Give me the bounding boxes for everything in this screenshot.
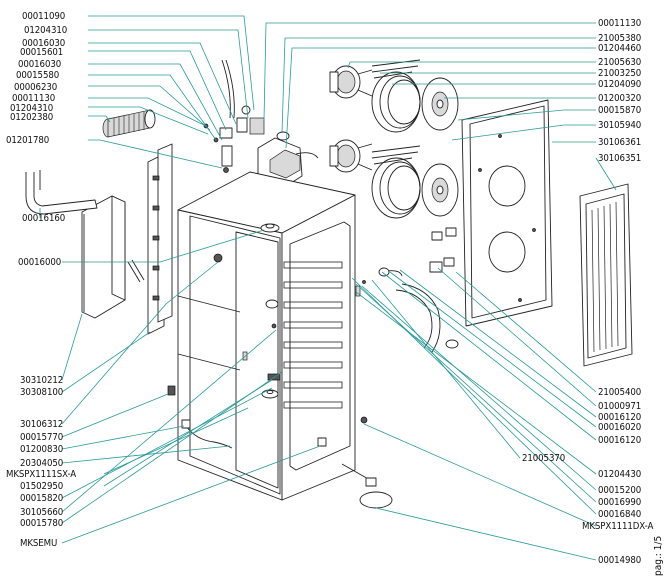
leader-lines-left <box>39 15 321 544</box>
part-label: 00016840 <box>598 509 641 520</box>
part-label: 00016120 <box>598 435 641 446</box>
part-label: 01201780 <box>6 135 49 146</box>
part-label: 30106351 <box>598 153 641 164</box>
part-label: 01204460 <box>598 43 641 54</box>
part-label: 30105660 <box>20 507 63 518</box>
part-label: 00015200 <box>598 485 641 496</box>
part-numbers-left: 00011090 01204310 00016030 00015601 0001… <box>6 11 76 549</box>
part-label: 20304050 <box>20 458 63 469</box>
part-label: 01502950 <box>20 481 63 492</box>
part-label: 00006230 <box>14 82 57 93</box>
part-label: 00015601 <box>20 47 63 58</box>
part-label: 01202380 <box>10 112 53 123</box>
part-label: 00015870 <box>598 105 641 116</box>
side-panel-part <box>81 195 126 319</box>
part-label: 00016990 <box>598 497 641 508</box>
part-label: 30106361 <box>598 137 641 148</box>
part-label: 00016120 <box>598 412 641 423</box>
page-indicator: pag.: 1/5 <box>653 536 664 576</box>
part-label: 00011130 <box>598 18 641 29</box>
heating-coil-lower-part <box>371 145 421 219</box>
fan-wheel-lower-part <box>421 163 459 217</box>
rail-bracket-part <box>147 143 173 335</box>
part-label: 01200320 <box>598 93 641 104</box>
part-label: 21005630 <box>598 57 641 68</box>
fan-wheel-upper-part <box>421 77 459 131</box>
part-label: 01000971 <box>598 401 641 412</box>
part-label: 01204310 <box>10 103 53 114</box>
part-label: 00015770 <box>20 432 63 443</box>
part-label: 21005380 <box>598 33 641 44</box>
part-label: MKSPX1111SX-A <box>6 469 76 480</box>
part-label: 01204430 <box>598 469 641 480</box>
part-label: 01204090 <box>598 79 641 90</box>
part-label: 00014980 <box>598 555 641 566</box>
part-label: 21003250 <box>598 68 641 79</box>
part-label: 01200830 <box>20 444 63 455</box>
part-label: 00015780 <box>20 518 63 529</box>
part-label: 21005370 <box>522 453 565 464</box>
part-label: 00016020 <box>598 422 641 433</box>
part-label: 00016000 <box>18 257 61 268</box>
heating-coil-upper-part <box>371 59 421 133</box>
part-numbers-right: 00011130 21005380 01204460 21005630 2100… <box>522 18 654 566</box>
fan-motor-lower-part <box>329 139 373 173</box>
grille-panel-part <box>579 183 633 367</box>
leader-lines-right <box>263 22 617 561</box>
part-label: 00011130 <box>12 93 55 104</box>
part-label: 00016160 <box>22 213 65 224</box>
part-label: 00015580 <box>16 70 59 81</box>
fan-motor-upper-part <box>329 65 373 99</box>
part-label: MKSEMU <box>20 538 57 549</box>
heater-cylinder-part <box>102 109 156 138</box>
back-plate-part <box>461 99 553 327</box>
part-label: 30310212 <box>20 375 63 386</box>
part-label: 00011090 <box>22 11 65 22</box>
part-label: 00015820 <box>20 493 63 504</box>
part-label: 30105940 <box>598 120 641 131</box>
part-label: 30308100 <box>20 387 63 398</box>
part-label: 00016030 <box>22 38 65 49</box>
part-label: 00016030 <box>18 59 61 70</box>
part-label: MKSPX1111DX-A <box>582 521 653 532</box>
part-label: 30106312 <box>20 419 63 430</box>
oven-cavity-part <box>177 171 366 501</box>
oven-exploded-view <box>25 59 633 509</box>
part-label: 21005400 <box>598 387 641 398</box>
part-label: 01204310 <box>24 25 67 36</box>
water-tank-part <box>257 131 319 189</box>
